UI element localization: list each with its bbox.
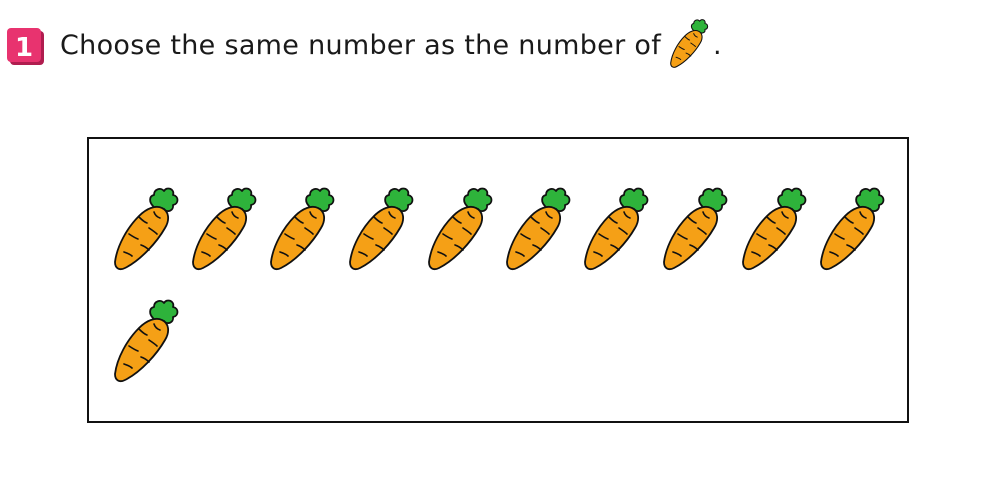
carrot-counting-box bbox=[87, 137, 909, 423]
question-prompt: Choose the same number as the number of … bbox=[60, 22, 722, 68]
carrot-icon bbox=[583, 184, 649, 272]
question-number-badge: 1 bbox=[6, 27, 46, 67]
carrot-icon bbox=[269, 184, 335, 272]
question-number: 1 bbox=[15, 33, 33, 63]
carrot-icon bbox=[348, 184, 414, 272]
carrot-icon bbox=[113, 296, 179, 384]
carrot-icon bbox=[505, 184, 571, 272]
carrot-icon bbox=[662, 184, 728, 272]
prompt-period: . bbox=[713, 29, 722, 61]
carrot-icon bbox=[819, 184, 885, 272]
carrot-icon bbox=[427, 184, 493, 272]
carrot-icon bbox=[667, 17, 711, 69]
prompt-text: Choose the same number as the number of bbox=[60, 29, 661, 61]
carrot-icon bbox=[113, 184, 179, 272]
carrot-icon bbox=[741, 184, 807, 272]
carrot-icon bbox=[191, 184, 257, 272]
